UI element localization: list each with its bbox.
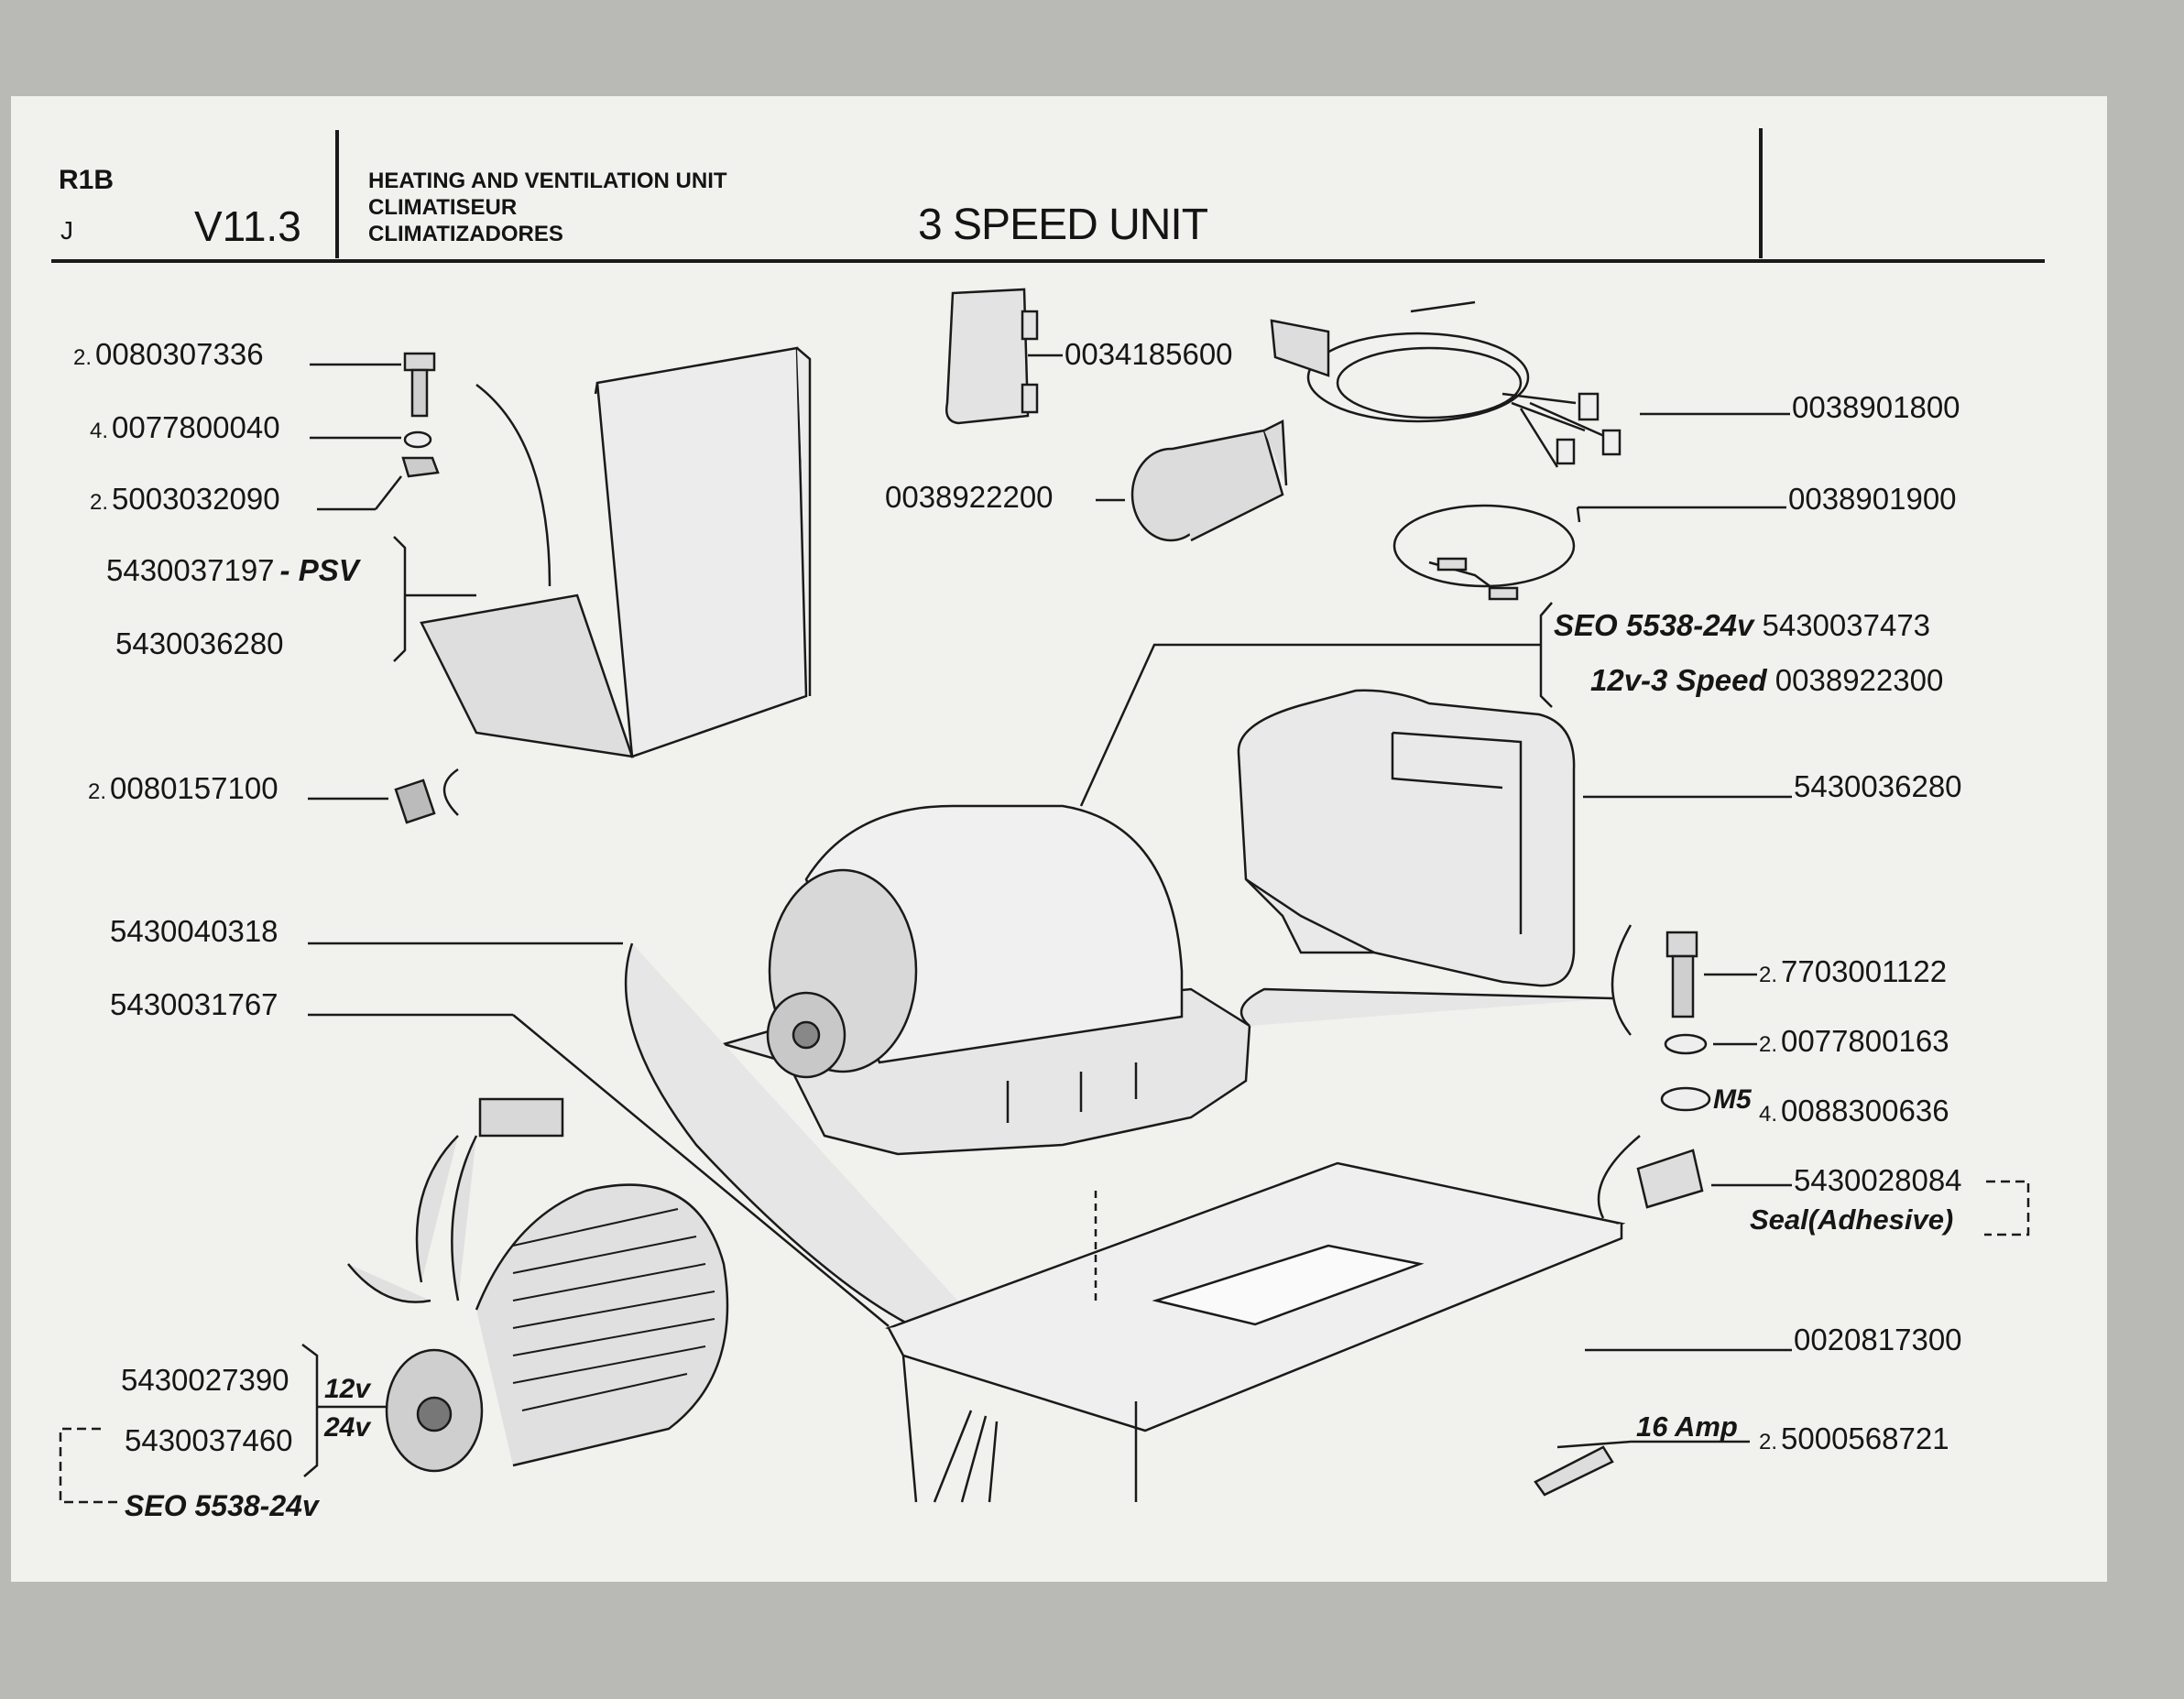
washer-icon — [1660, 1086, 1711, 1112]
part-label: 2.7703001122 — [1759, 954, 1948, 988]
washer-size: M5 — [1713, 1084, 1752, 1115]
part-label: 4.0077800040 — [90, 410, 280, 444]
part-label: 2.0077800163 — [1759, 1024, 1949, 1058]
part-label: 2.5000568721 — [1759, 1421, 1949, 1455]
clip-nut-icon — [394, 779, 436, 824]
part-label: 0038901800 — [1792, 390, 1960, 424]
part-label: 5430031767 — [110, 987, 278, 1021]
switch-part — [1130, 419, 1288, 542]
part-label: 12v-3 Speed 0038922300 — [1590, 663, 1944, 697]
seal-strip-icon — [1636, 1149, 1704, 1209]
resistor-loop — [1392, 504, 1576, 601]
blower-assembly — [624, 804, 1613, 1357]
fuse-icon — [1534, 1445, 1614, 1497]
model-code: R1B — [59, 165, 115, 195]
housing-cover — [1237, 689, 1576, 987]
title-fr: CLIMATISEUR — [368, 195, 518, 220]
section-code: V11.3 — [194, 202, 301, 250]
title-es: CLIMATIZADORES — [368, 222, 563, 246]
part-label: 5430028084 — [1794, 1163, 1962, 1197]
part-label: 2.5003032090 — [90, 482, 280, 516]
nut-icon — [401, 456, 440, 478]
part-label: 5430027390 — [121, 1363, 289, 1397]
fuse-rating: 16 Amp — [1636, 1410, 1738, 1443]
seal-note: Seal(Adhesive) — [1750, 1203, 1954, 1236]
seo-note: SEO 5538-24v — [125, 1489, 319, 1522]
part-label: 0038901900 — [1788, 482, 1957, 516]
washer-icon — [403, 430, 432, 449]
part-label: 5430037197- PSV — [106, 553, 359, 587]
part-label: 5430036280 — [1794, 769, 1962, 803]
bolt-icon — [1665, 931, 1698, 1018]
title-en: HEATING AND VENTILATION UNIT — [368, 169, 727, 193]
mounting-bracket — [420, 346, 812, 758]
part-label: 5430040318 — [110, 914, 278, 948]
part-label: 5430037460 — [125, 1423, 293, 1457]
part-label: 2.0080307336 — [73, 337, 264, 371]
voltage-label: 24v — [324, 1412, 371, 1443]
part-label: 2.0080157100 — [88, 771, 278, 805]
part-label: 5430036280 — [115, 626, 284, 660]
bolt-icon — [403, 352, 436, 418]
washer-icon — [1664, 1033, 1708, 1055]
part-label: 0034185600 — [1065, 337, 1233, 371]
base-plate — [885, 1161, 1626, 1503]
page-subtitle: 3 SPEED UNIT — [918, 201, 1208, 249]
voltage-label: 12v — [324, 1374, 371, 1404]
part-label: 0038922200 — [885, 480, 1054, 514]
part-label: 0020817300 — [1794, 1323, 1962, 1356]
blower-motor — [347, 1097, 729, 1473]
relay-part — [945, 288, 1039, 425]
part-label: SEO 5538-24v 5430037473 — [1554, 608, 1931, 642]
model-code-2: J — [60, 216, 73, 245]
wiring-harness — [1270, 300, 1622, 468]
part-label: 4.0088300636 — [1759, 1094, 1949, 1127]
